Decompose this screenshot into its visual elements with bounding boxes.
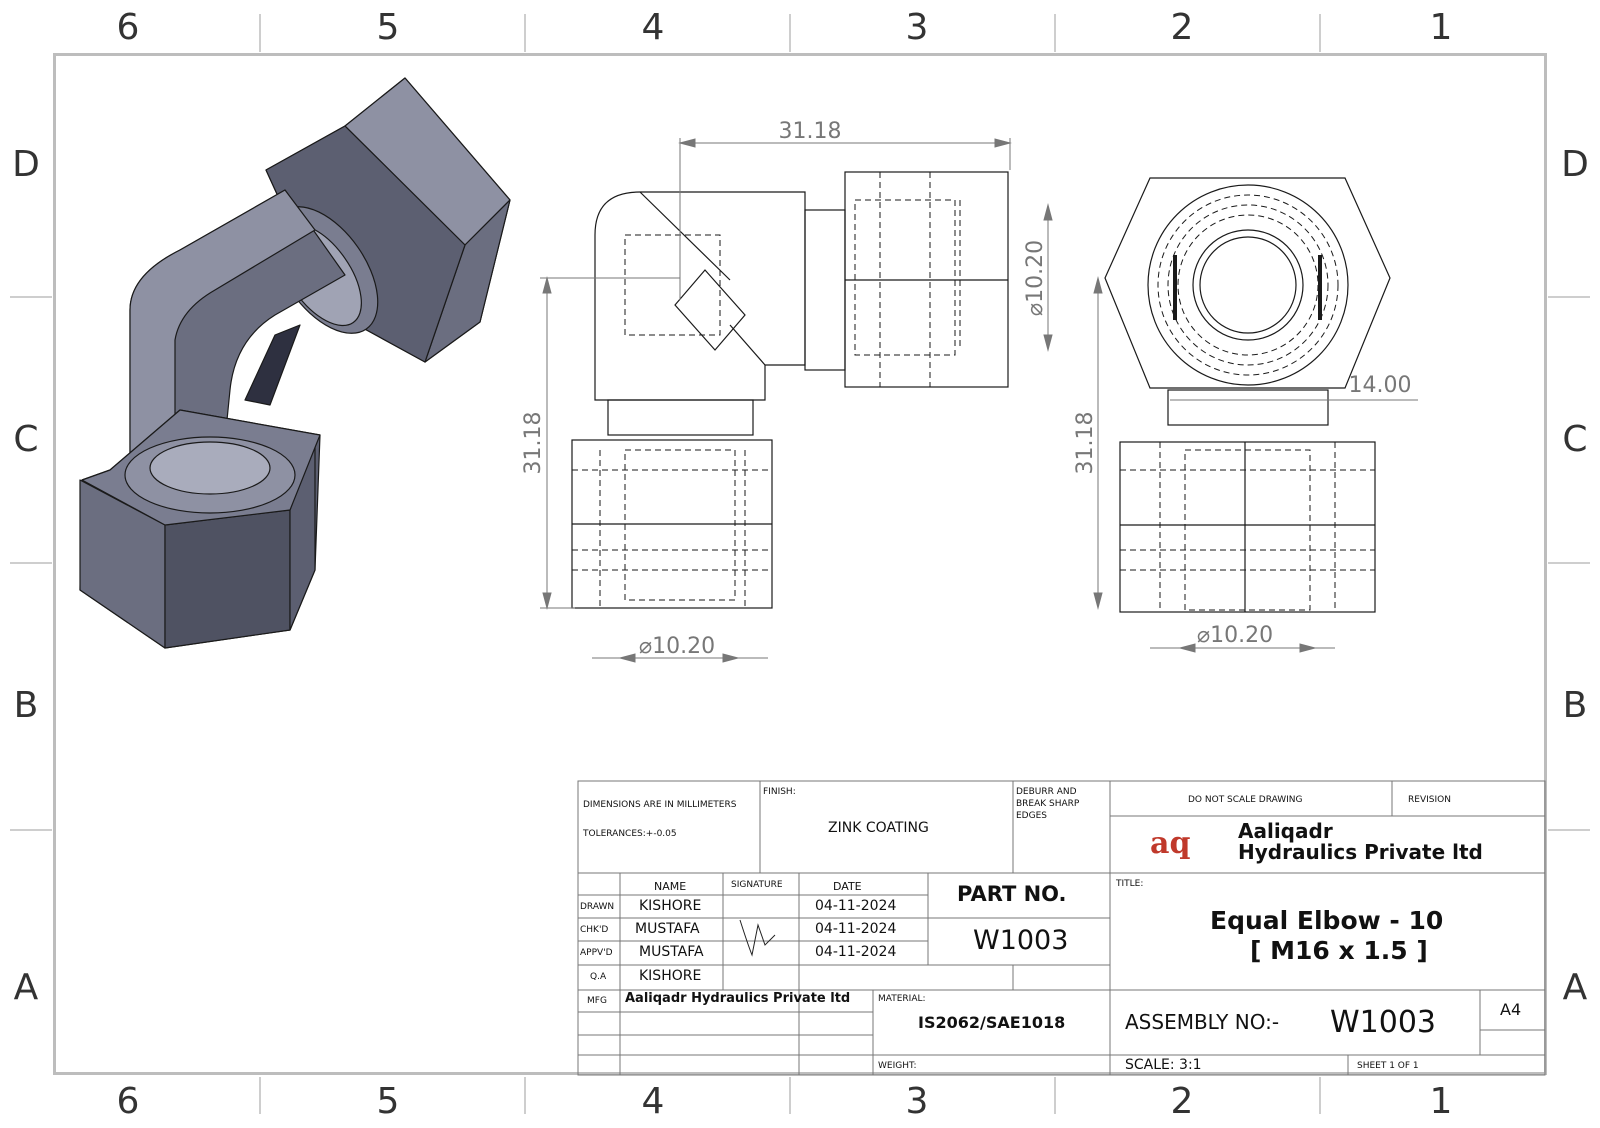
col-signature-header: SIGNATURE <box>731 880 783 890</box>
sheet-size: A4 <box>1500 1000 1522 1019</box>
dim-right-height: 31.18 <box>1073 412 1098 475</box>
zone-col-2-bottom: 2 <box>1170 1081 1194 1122</box>
company-name-line2: Hydraulics Private ltd <box>1238 840 1483 864</box>
zone-col-3-top: 3 <box>905 7 929 48</box>
part-no-label: PART NO. <box>957 882 1067 906</box>
dim-side-diameter: ⌀10.20 <box>1023 240 1048 316</box>
zone-col-2-top: 2 <box>1170 7 1194 48</box>
finish-value: ZINK COATING <box>828 820 929 836</box>
name-qa: KISHORE <box>639 968 702 984</box>
deburr-line1: DEBURR AND <box>1016 787 1077 797</box>
zone-row-c-left: C <box>13 419 39 460</box>
name-approved: MUSTAFA <box>639 944 704 960</box>
zone-col-4-bottom: 4 <box>641 1081 665 1122</box>
zone-col-5-bottom: 5 <box>376 1081 400 1122</box>
revision-label: REVISION <box>1408 795 1451 805</box>
role-checked: CHK'D <box>580 925 609 935</box>
title-label: TITLE: <box>1116 879 1144 889</box>
mfg-label: MFG <box>587 996 607 1006</box>
assembly-label: ASSEMBLY NO:- <box>1125 1010 1280 1034</box>
material-value: IS2062/SAE1018 <box>918 1013 1066 1032</box>
title-line1: Equal Elbow - 10 <box>1210 906 1444 935</box>
material-label: MATERIAL: <box>878 994 926 1004</box>
mfg-value: Aaliqadr Hydraulics Private ltd <box>625 991 851 1006</box>
dim-bottom-diameter: ⌀10.20 <box>639 634 715 659</box>
sheet-number: SHEET 1 OF 1 <box>1357 1061 1419 1071</box>
date-approved: 04-11-2024 <box>815 944 897 960</box>
title-line2: [ M16 x 1.5 ] <box>1250 936 1428 965</box>
zone-col-5-top: 5 <box>376 7 400 48</box>
deburr-line3: EDGES <box>1016 811 1047 821</box>
zone-col-1-bottom: 1 <box>1429 1081 1453 1122</box>
role-qa: Q.A <box>590 972 607 982</box>
zone-col-6-top: 6 <box>116 7 140 48</box>
zone-col-6-bottom: 6 <box>116 1081 140 1122</box>
dim-right-diameter: ⌀10.20 <box>1197 623 1273 648</box>
zone-col-4-top: 4 <box>641 7 665 48</box>
no-scale-note: DO NOT SCALE DRAWING <box>1188 795 1303 805</box>
zone-row-b-left: B <box>13 685 39 726</box>
scale-value: SCALE: 3:1 <box>1125 1057 1202 1073</box>
part-no-value: W1003 <box>973 925 1069 956</box>
name-checked: MUSTAFA <box>635 921 700 937</box>
company-name-line1: Aaliqadr <box>1238 819 1333 843</box>
deburr-line2: BREAK SHARP <box>1016 799 1080 809</box>
zone-row-d-right: D <box>1561 144 1589 185</box>
name-drawn: KISHORE <box>639 898 702 914</box>
finish-label: FINISH: <box>763 787 796 797</box>
zone-row-a-right: A <box>1562 967 1588 1008</box>
col-name-header: NAME <box>654 880 687 893</box>
zone-col-3-bottom: 3 <box>905 1081 929 1122</box>
zone-row-a-left: A <box>13 967 39 1008</box>
col-date-header: DATE <box>833 880 862 893</box>
front-view: 31.18 ⌀10.20 31.18 ⌀10.20 <box>521 119 1053 663</box>
units-note: DIMENSIONS ARE IN MILLIMETERS <box>583 800 737 810</box>
drawing-frame <box>53 53 1547 1075</box>
role-approved: APPV'D <box>580 948 613 958</box>
side-view: 31.18 14.00 ⌀10.20 <box>1073 177 1418 653</box>
assembly-value: W1003 <box>1330 1005 1437 1040</box>
signature-mark <box>739 919 776 957</box>
role-drawn: DRAWN <box>580 902 615 912</box>
isometric-view <box>79 77 511 649</box>
date-checked: 04-11-2024 <box>815 921 897 937</box>
zone-col-1-top: 1 <box>1429 7 1453 48</box>
dim-front-height: 31.18 <box>521 412 546 475</box>
dim-top-width: 31.18 <box>779 119 842 144</box>
company-logo: aq <box>1150 826 1191 861</box>
zone-row-b-right: B <box>1562 685 1588 726</box>
dim-right-width: 14.00 <box>1349 373 1412 398</box>
tolerance-note: TOLERANCES:+-0.05 <box>583 829 677 839</box>
date-drawn: 04-11-2024 <box>815 898 897 914</box>
weight-label: WEIGHT: <box>878 1061 917 1071</box>
zone-row-c-right: C <box>1562 419 1588 460</box>
zone-row-d-left: D <box>12 144 40 185</box>
